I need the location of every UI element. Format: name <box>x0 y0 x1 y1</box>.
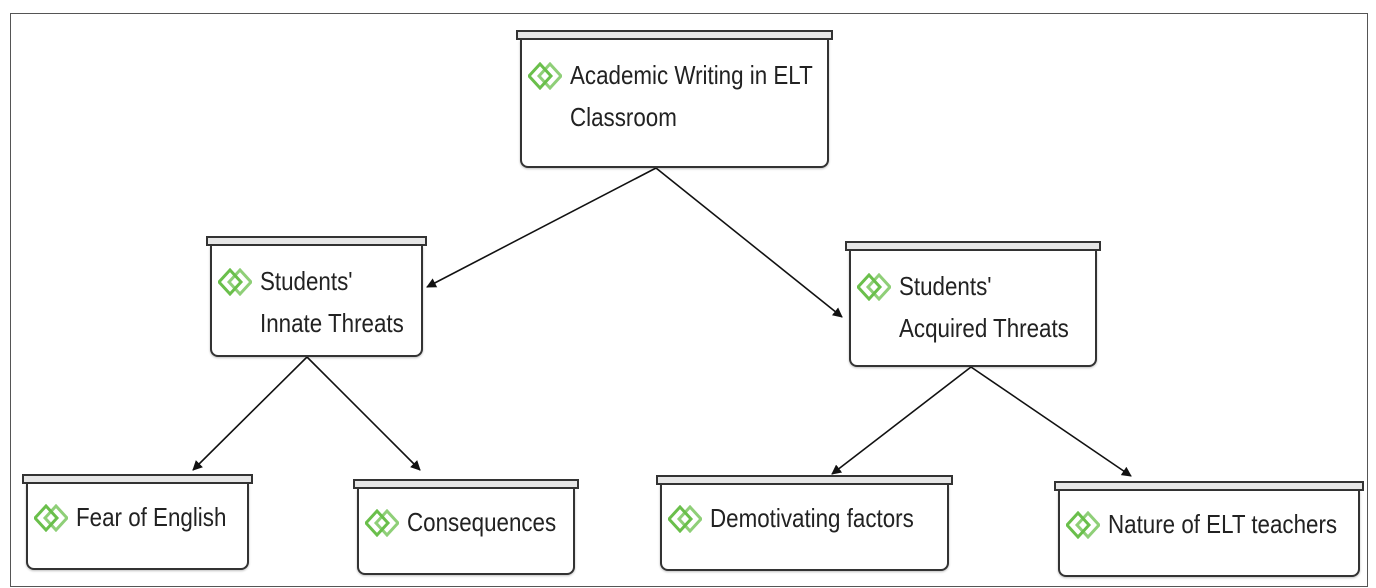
node-header-tab <box>22 474 253 484</box>
double-chevron-diamond-icon <box>363 508 401 538</box>
edge-root-to-innate <box>426 167 657 288</box>
node-acquired[interactable]: Students' Acquired Threats <box>845 241 1101 367</box>
node-demotivating[interactable]: Demotivating factors <box>656 475 953 571</box>
node-body <box>26 484 249 570</box>
node-label-line: Acquired Threats <box>899 313 1069 343</box>
node-header-tab <box>206 236 427 246</box>
node-label-line: Academic Writing in ELT <box>570 60 813 90</box>
edge-root-to-acquired <box>655 167 843 318</box>
node-body <box>357 489 575 575</box>
double-chevron-diamond-icon <box>32 503 70 533</box>
node-body <box>210 246 423 357</box>
double-chevron-diamond-icon <box>526 61 564 91</box>
node-body <box>660 485 949 571</box>
node-label-line: Fear of English <box>76 502 227 532</box>
node-label-line: Demotivating factors <box>710 503 914 533</box>
diagram-frame <box>10 13 1368 587</box>
edge-acquired-to-demotivating <box>831 366 972 475</box>
edge-innate-to-consequences <box>306 356 421 471</box>
node-innate[interactable]: Students' Innate Threats <box>206 236 427 357</box>
double-chevron-diamond-icon <box>855 272 893 302</box>
node-consequences[interactable]: Consequences <box>353 479 579 575</box>
node-header-tab <box>1054 481 1364 491</box>
node-body <box>520 40 829 168</box>
edge-acquired-to-nature <box>970 366 1132 477</box>
double-chevron-diamond-icon <box>666 504 704 534</box>
node-body <box>1058 491 1360 577</box>
node-header-tab <box>516 30 833 40</box>
node-fear[interactable]: Fear of English <box>22 474 253 570</box>
node-body <box>849 251 1097 367</box>
node-header-tab <box>656 475 953 485</box>
node-label-line: Consequences <box>407 507 557 537</box>
node-header-tab <box>845 241 1101 251</box>
double-chevron-diamond-icon <box>216 267 254 297</box>
node-root[interactable]: Academic Writing in ELT Classroom <box>516 30 833 168</box>
node-label-line: Nature of ELT teachers <box>1108 509 1338 539</box>
node-label-line: Innate Threats <box>260 308 404 338</box>
double-chevron-diamond-icon <box>1064 510 1102 540</box>
edge-innate-to-fear <box>192 356 308 471</box>
node-label-line: Classroom <box>570 102 677 132</box>
node-label-line: Students' <box>899 271 992 301</box>
node-nature[interactable]: Nature of ELT teachers <box>1054 481 1364 577</box>
node-header-tab <box>353 479 579 489</box>
node-label-line: Students' <box>260 266 353 296</box>
